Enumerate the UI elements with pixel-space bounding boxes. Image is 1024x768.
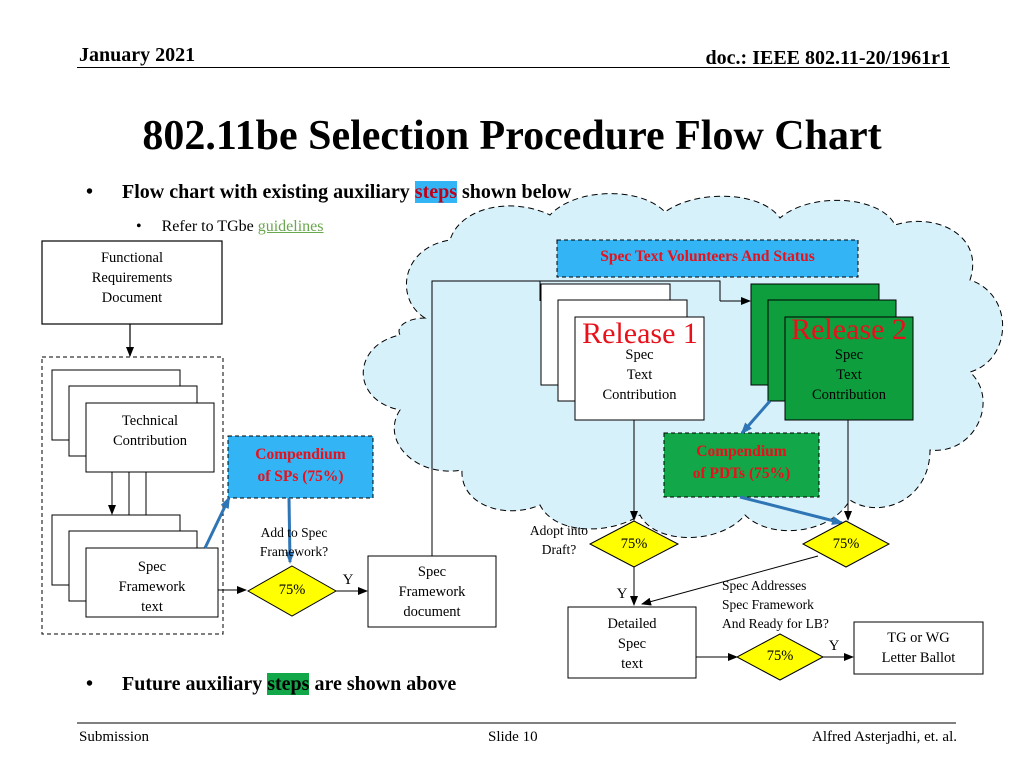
arrow-decision2-to-detailed (641, 555, 819, 606)
label-line: Letter Ballot (881, 650, 956, 666)
bullet-dot: • (136, 218, 142, 235)
label-line: Compendium (255, 446, 346, 463)
bullet-text-pre: Future auxiliary (122, 673, 268, 695)
highlight-steps-green: steps (267, 673, 310, 695)
spec-text-volunteers-label: Spec Text Volunteers And Status (600, 248, 815, 265)
label-line: Draft? (541, 542, 577, 557)
label-line: Spec Framework (722, 597, 814, 612)
label-line: Framework? (259, 544, 329, 559)
decision-add-75-label: 75% (278, 582, 306, 598)
label-line: document (403, 604, 461, 620)
label-line: Compendium (696, 443, 787, 460)
label-line: Spec (834, 347, 864, 363)
blue-arrow-pdts-to-decision (739, 495, 844, 525)
spec-framework-document-box (367, 555, 497, 628)
fw-stack-front (85, 547, 219, 618)
compendium-sps-box (227, 435, 374, 499)
spec-text-volunteers-box (556, 239, 859, 278)
functional-requirements-label: Functional Requirements Document (42, 248, 222, 308)
spec-framework-text-label: Spec Framework text (86, 557, 218, 617)
decision-release1-75-label: 75% (620, 536, 648, 552)
decision-ready-for-lb (735, 633, 825, 681)
label-line: Spec Addresses (722, 578, 807, 593)
line-fw-doc-to-releases (431, 280, 721, 556)
label-line: Spec (617, 636, 647, 652)
bullet-existing-steps: • Flow chart with existing auxiliary ste… (86, 181, 572, 204)
page-title: 802.11be Selection Procedure Flow Chart (142, 113, 882, 159)
label-line: Framework (118, 579, 186, 595)
functional-requirements-box (41, 240, 223, 325)
letter-ballot-box (853, 621, 984, 675)
technical-contribution-group (41, 356, 224, 635)
footer-submission: Submission (79, 729, 150, 745)
bullet-text-pre: Flow chart with existing auxiliary (122, 181, 415, 203)
label-line: Document (101, 290, 163, 306)
label-line: Detailed (607, 616, 657, 632)
letter-ballot-label: TG or WG Letter Ballot (854, 628, 983, 668)
highlight-steps-blue: steps (414, 181, 458, 203)
footer-slide-number: Slide 10 (488, 729, 538, 745)
spec-framework-document-label: Spec Framework document (368, 562, 496, 622)
compendium-sps-label: Compendium of SPs (75%) (228, 444, 373, 488)
bullet-future-steps: • Future auxiliary steps are shown above (86, 673, 456, 696)
bullet-text-post: are shown above (309, 673, 457, 695)
detailed-spec-text-label: Detailed Spec text (568, 614, 696, 674)
yes-label-adopt: Y (616, 586, 628, 602)
label-line: Framework (398, 584, 466, 600)
label-line: Text (626, 367, 653, 383)
label-line: Spec (625, 347, 654, 363)
bullet-dot: • (86, 181, 94, 203)
footer-author: Alfred Asterjadhi, et. al. (812, 729, 957, 745)
label-line: Adopt into (529, 523, 589, 538)
yes-label-add: Y (342, 572, 354, 588)
label-line: Requirements (91, 270, 173, 286)
bullet-text-post: shown below (457, 181, 572, 203)
release2-spec-text-contribution-label: Spec Text Contribution (785, 345, 913, 405)
release2-stack-front (784, 316, 914, 421)
label-line: text (621, 656, 643, 672)
label-line: Contribution (811, 387, 887, 403)
label-line: Technical (121, 413, 179, 429)
label-line: Text (836, 367, 862, 383)
label-line: Spec (137, 559, 167, 575)
blue-arrow-release2-to-pdts (740, 400, 772, 435)
label-line: Contribution (112, 433, 188, 449)
label-line: of PDTs (75%) (692, 465, 791, 482)
adopt-into-draft-question: Adopt into Draft? (516, 521, 602, 559)
blue-arrow-fw-to-compendium (203, 496, 231, 549)
header-rule (77, 67, 950, 68)
bullet-text-pre: Refer to TGbe (161, 218, 258, 235)
label-line: And Ready for LB? (722, 616, 829, 631)
release1-label: Release 1 (582, 317, 698, 350)
add-to-spec-framework-question: Add to Spec Framework? (244, 523, 344, 561)
decision-release2-75-label: 75% (832, 536, 860, 552)
label-line: Contribution (602, 387, 677, 403)
tech-stack-front (85, 402, 215, 473)
release2-label: Release 2 (791, 313, 907, 346)
bullet-refer-guidelines: • Refer to TGbe guidelines (136, 218, 324, 236)
header-date: January 2021 (79, 44, 196, 66)
guidelines-link[interactable]: guidelines (257, 218, 324, 235)
compendium-pdts-label: Compendium of PDTs (75%) (664, 441, 819, 485)
label-line: Spec (417, 564, 447, 580)
label-line: Functional (100, 250, 164, 266)
release1-spec-text-contribution-label: Spec Text Contribution (575, 345, 704, 405)
label-line: text (141, 599, 163, 615)
release1-stack-front (574, 316, 705, 421)
decision-add-to-framework (246, 565, 338, 617)
bullet-dot: • (86, 673, 94, 695)
label-line: Add to Spec (260, 525, 328, 540)
yes-label-lb: Y (828, 638, 840, 654)
decision-lb-75-label: 75% (766, 648, 794, 664)
detailed-spec-text-box (567, 606, 697, 679)
label-line: of SPs (75%) (257, 468, 344, 485)
spec-addresses-question: Spec Addresses Spec Framework And Ready … (722, 576, 829, 633)
header-doc-id: doc.: IEEE 802.11-20/1961r1 (705, 47, 950, 69)
blue-arrow-compendium-to-decision (285, 497, 295, 564)
technical-contribution-label: Technical Contribution (86, 411, 214, 451)
decision-adopt-release2 (801, 520, 891, 568)
label-line: TG or WG (887, 630, 950, 646)
